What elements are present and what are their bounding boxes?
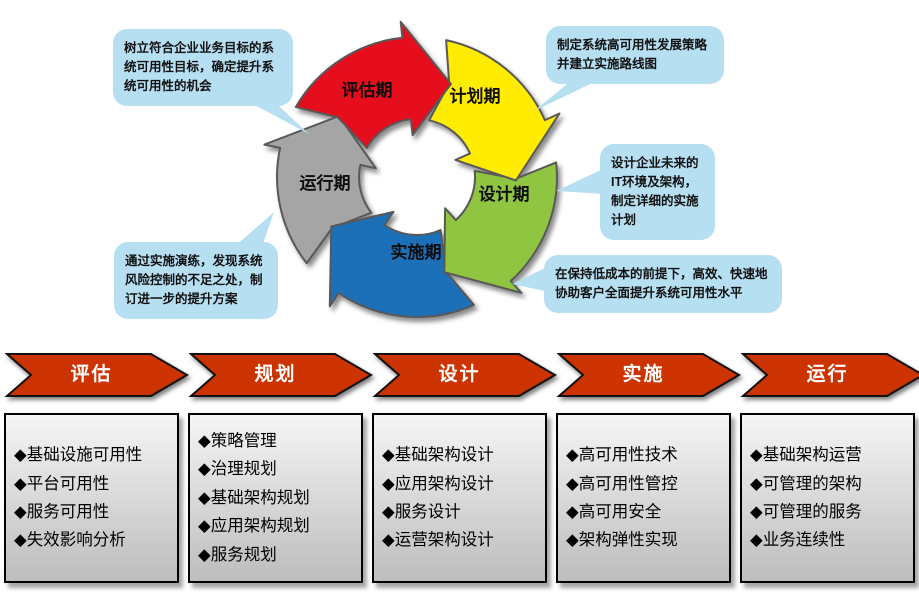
phase-item: ◆失效影响分析 [14, 531, 126, 550]
cycle-segment-labels: 评估期 计划期 设计期 实施期 运行期 [300, 80, 530, 262]
phase-item: ◆高可用安全 [566, 503, 662, 521]
cycle-segments [263, 20, 561, 318]
callout-plan: 制定系统高可用性发展策略并建立实施路线图 [546, 26, 724, 84]
step-arrow-label: 设计 [438, 364, 481, 385]
cycle-label-implement: 实施期 [391, 242, 442, 262]
phase-item: ◆应用架构规划 [198, 517, 310, 536]
callout-tail-right [556, 168, 605, 194]
lifecycle-cycle-diagram: 评估期 计划期 设计期 实施期 运行期 树立符合企业业务目标的系统可用性目标，确… [113, 20, 782, 319]
phase-column-run: 运行 ◆基础架构运营 ◆可管理的架构 ◆可管理的服务 ◆业务连续性 [740, 352, 919, 583]
cycle-segment-run [263, 115, 377, 265]
callout-tail-bottom-right [512, 266, 549, 292]
phase-item: ◆服务可用性 [14, 503, 110, 521]
callout-run: 通过实施演练，发现系统风险控制的不足之处，制订进一步的提升方案 [114, 242, 278, 319]
step-arrow-shape [4, 353, 189, 397]
phase-item: ◆高可用性技术 [566, 446, 678, 465]
phase-box-implement: ◆高可用性技术 ◆高可用性管控 ◆高可用安全 ◆架构弹性实现 [556, 413, 731, 583]
phase-column-assess: 评估 ◆基础设施可用性 ◆平台可用性 ◆服务可用性 ◆失效影响分析 [4, 352, 189, 583]
step-arrow-shape [372, 353, 557, 397]
step-arrow-label: 运行 [806, 364, 849, 385]
step-arrow-run: 运行 [740, 352, 919, 398]
phase-item: ◆基础架构设计 [382, 446, 494, 465]
phase-column-plan: 规划 ◆策略管理 ◆治理规划 ◆基础架构规划 ◆应用架构规划 ◆服务规划 [188, 352, 373, 583]
step-arrow-design: 设计 [372, 352, 557, 398]
phase-box-design: ◆基础架构设计 ◆应用架构设计 ◆服务设计 ◆运营架构设计 [372, 413, 547, 583]
phase-column-implement: 实施 ◆高可用性技术 ◆高可用性管控 ◆高可用安全 ◆架构弹性实现 [556, 352, 741, 583]
callout-implement: 在保持低成本的前提下，高效、快速地协助客户全面提升系统可用性水平 [544, 255, 782, 313]
step-arrow-shape [740, 353, 919, 397]
callout-design: 设计企业未来的IT环境及架构，制定详细的实施计划 [600, 144, 715, 240]
cycle-segment-plan [428, 39, 561, 182]
phase-box-plan: ◆策略管理 ◆治理规划 ◆基础架构规划 ◆应用架构规划 ◆服务规划 [188, 413, 363, 583]
step-arrow-label: 实施 [622, 364, 665, 385]
step-arrow-assess: 评估 [4, 352, 189, 398]
callout-tail-top-right [534, 76, 607, 111]
cycle-label-plan: 计划期 [450, 86, 501, 106]
phase-item: ◆基础架构规划 [198, 488, 310, 507]
step-arrow-implement: 实施 [556, 352, 741, 398]
step-arrow-shape [188, 353, 373, 397]
phase-item: ◆平台可用性 [14, 474, 110, 493]
callout-assess: 树立符合企业业务目标的系统可用性目标，确定提升系统可用性的机会 [113, 29, 293, 106]
cycle-label-run: 运行期 [300, 173, 351, 193]
cycle-label-design: 设计期 [479, 184, 530, 204]
cycle-segment-assess [294, 20, 452, 149]
phase-item: ◆服务规划 [198, 545, 277, 564]
step-arrow-shape [556, 353, 741, 397]
phase-item: ◆策略管理 [198, 432, 277, 451]
phase-box-assess: ◆基础设施可用性 ◆平台可用性 ◆服务可用性 ◆失效影响分析 [4, 413, 179, 583]
phase-item: ◆基础架构运营 [750, 446, 862, 465]
phase-column-design: 设计 ◆基础架构设计 ◆应用架构设计 ◆服务设计 ◆运营架构设计 [372, 352, 557, 583]
phase-item: ◆高可用性管控 [566, 474, 678, 493]
phase-columns: 评估 ◆基础设施可用性 ◆平台可用性 ◆服务可用性 ◆失效影响分析 规划 [0, 352, 919, 583]
phase-item: ◆可管理的服务 [750, 503, 862, 521]
step-arrow-label: 评估 [70, 364, 113, 385]
phase-item: ◆可管理的架构 [750, 474, 862, 493]
cycle-segment-implement [328, 210, 475, 318]
phase-item: ◆治理规划 [198, 460, 277, 479]
phase-item: ◆应用架构设计 [382, 474, 494, 493]
cycle-label-assess: 评估期 [342, 80, 393, 100]
step-arrow-label: 规划 [254, 364, 297, 385]
phase-item: ◆运营架构设计 [382, 531, 494, 550]
callout-tail-bottom-left [234, 212, 274, 247]
phase-item: ◆架构弹性实现 [566, 531, 678, 550]
phase-box-run: ◆基础架构运营 ◆可管理的架构 ◆可管理的服务 ◆业务连续性 [740, 413, 915, 583]
step-arrow-plan: 规划 [188, 352, 373, 398]
phase-item: ◆服务设计 [382, 503, 461, 521]
phase-item: ◆业务连续性 [750, 531, 846, 550]
cycle-segment-design [443, 161, 558, 294]
phase-item: ◆基础设施可用性 [14, 446, 143, 465]
